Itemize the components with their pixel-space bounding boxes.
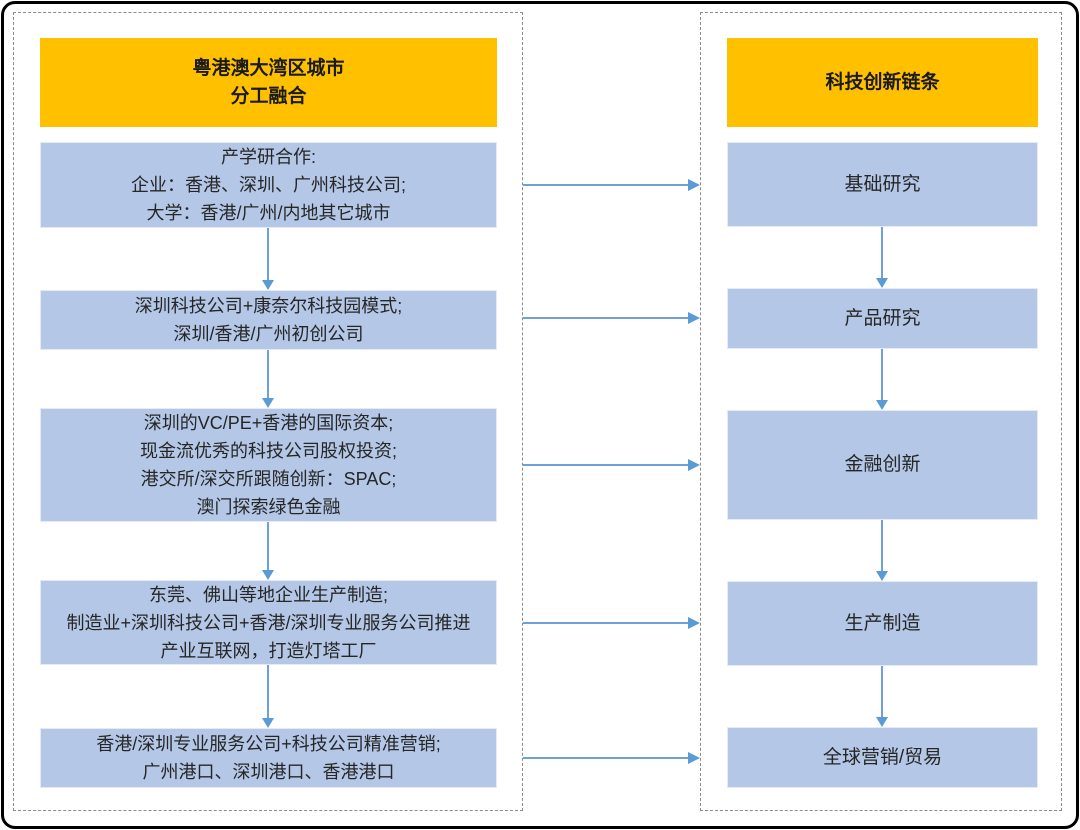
arrow-right-icon [523,312,700,324]
arrow-right-icon [523,459,700,471]
arrow-down-icon [262,350,274,408]
arrow-down-icon [262,665,274,728]
box-startup-model: 深圳科技公司+康奈尔科技园模式; 深圳/香港/广州初创公司 [40,290,497,350]
arrow-down-icon [876,349,888,410]
box-finance-capital: 深圳的VC/PE+香港的国际资本; 现金流优秀的科技公司股权投资; 港交所/深交… [40,408,497,522]
box-marketing-ports: 香港/深圳专业服务公司+科技公司精准营销; 广州港口、深圳港口、香港港口 [40,728,497,788]
arrow-right-icon [523,617,700,629]
right-panel [700,12,1062,811]
box-product-research: 产品研究 [727,288,1038,349]
arrow-down-icon [262,228,274,290]
left-column-header: 粤港澳大湾区城市 分工融合 [40,38,497,127]
box-global-marketing-trade: 全球营销/贸易 [727,727,1038,788]
arrow-down-icon [876,666,888,727]
arrow-right-icon [523,752,700,764]
arrow-down-icon [876,520,888,581]
arrow-down-icon [262,522,274,580]
arrow-right-icon [523,179,700,191]
box-basic-research: 基础研究 [727,142,1038,227]
box-manufacturing-industrial-internet: 东莞、佛山等地企业生产制造; 制造业+深圳科技公司+香港/深圳专业服务公司推进 … [40,580,497,665]
box-industry-academia-cooperation: 产学研合作: 企业：香港、深圳、广州科技公司; 大学：香港/广州/内地其它城市 [40,142,497,228]
box-financial-innovation: 金融创新 [727,410,1038,520]
box-production-manufacturing: 生产制造 [727,581,1038,666]
arrow-down-icon [876,227,888,288]
left-panel [13,12,523,811]
right-column-header: 科技创新链条 [727,38,1038,127]
